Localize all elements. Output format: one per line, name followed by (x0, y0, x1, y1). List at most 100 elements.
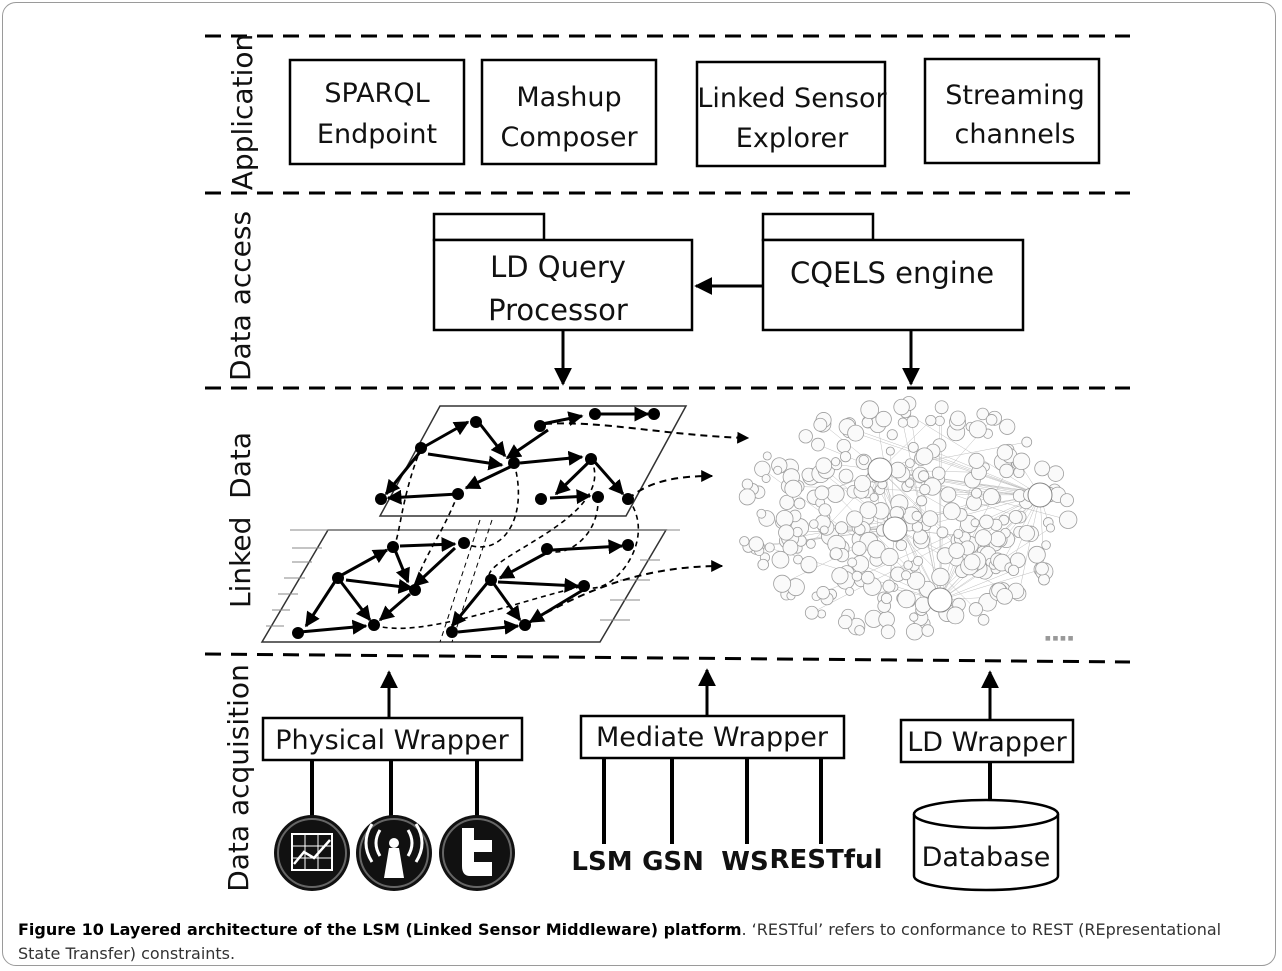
cloud-node (999, 463, 1014, 479)
cloud-node (811, 437, 825, 452)
cloud-node (1035, 561, 1049, 576)
acquisition-arrows (380, 668, 999, 720)
streaming-channels-box: Streaming channels (923, 57, 1101, 165)
cloud-node (762, 451, 772, 461)
cloud-node (771, 550, 790, 569)
svg-text:Mashup: Mashup (516, 82, 621, 113)
cloud-node (934, 400, 949, 415)
cloud-node (847, 557, 858, 568)
cloud-node (1028, 545, 1046, 564)
svg-text:Linked Sensor: Linked Sensor (697, 83, 887, 114)
cloud-link (847, 426, 1041, 496)
physical-wrapper-box: Physical Wrapper (261, 716, 524, 762)
cloud-node (893, 398, 910, 416)
cloud-node (882, 579, 896, 593)
cloud-node (968, 420, 987, 439)
cloud-node (906, 415, 919, 428)
cloud-node (950, 410, 966, 427)
cloud-node (818, 503, 832, 517)
svg-text:Database: Database (922, 842, 1051, 873)
cloud-node (971, 487, 982, 499)
ld-query-processor-box: LD Query Processor (432, 212, 694, 332)
cloud-node (761, 474, 771, 483)
cloud-node (773, 574, 792, 593)
cloud-node (845, 586, 855, 596)
database-cylinder: Database (912, 798, 1060, 892)
cloud-node (925, 414, 937, 427)
cloud-node (931, 466, 946, 481)
cloud-node (793, 497, 806, 510)
cloud-node (936, 526, 949, 539)
cloud-node (847, 424, 865, 442)
cloud-node (915, 447, 934, 466)
cloud-node (974, 529, 992, 547)
chart-icon (274, 815, 350, 891)
cloud-node (999, 418, 1016, 435)
cloud-node (854, 475, 871, 493)
cloud-node (963, 553, 981, 571)
cloud-node (895, 539, 908, 551)
cloud-node (985, 414, 998, 426)
physical-wrapper-connectors (310, 760, 479, 818)
cloud-node (979, 514, 994, 530)
layer-label-linked-data: Linked Data (224, 432, 257, 608)
cloud-node (1007, 564, 1020, 576)
source-ws: WS (721, 847, 768, 877)
cqels-engine-box: CQELS engine (761, 212, 1025, 332)
cloud-node (798, 429, 813, 444)
cloud-node (739, 536, 750, 547)
cloud-node (859, 501, 878, 520)
svg-text:Explorer: Explorer (736, 123, 849, 154)
layer-label-data-acquisition: Data acquisition (222, 664, 255, 892)
layer-label-application: Application (226, 34, 259, 190)
cloud-node (918, 470, 930, 482)
cloud-node (897, 417, 908, 428)
cloud-node (897, 589, 916, 609)
cloud-node (940, 486, 957, 503)
cloud-node (826, 484, 845, 503)
mashup-composer-box: Mashup Composer (480, 58, 658, 166)
cloud-node (839, 451, 852, 463)
cloud-hub (867, 457, 893, 483)
cloud-node (905, 478, 915, 488)
cloud-node (834, 521, 849, 535)
cloud-hub (927, 587, 953, 613)
cloud-link (874, 473, 941, 601)
cloud-node (764, 542, 775, 553)
cloud-node (996, 588, 1013, 605)
cloud-node (813, 417, 828, 432)
twitter-icon (439, 815, 515, 891)
cloud-node (916, 495, 928, 507)
cloud-link (894, 528, 977, 610)
ld-wrapper-box: LD Wrapper (899, 718, 1075, 764)
cloud-node (738, 488, 756, 506)
antenna-icon (356, 815, 432, 891)
cloud-node (861, 570, 875, 585)
cloud-node (905, 458, 915, 469)
cloud-node (748, 536, 764, 552)
cloud-node (885, 446, 895, 456)
cloud-node (851, 570, 863, 582)
cloud-node (886, 429, 898, 441)
cloud-node (782, 539, 799, 556)
cloud-node (754, 460, 771, 478)
cloud-node (903, 560, 913, 570)
cloud-node (901, 570, 912, 581)
svg-text:Endpoint: Endpoint (317, 119, 437, 150)
cloud-node (816, 586, 830, 600)
cloud-node (814, 485, 830, 501)
separator-linked-acq (204, 652, 1131, 664)
cloud-node (875, 410, 892, 428)
cloud-node (858, 454, 869, 466)
cloud-node (1059, 510, 1078, 529)
cloud-node (1059, 493, 1074, 508)
mediate-wrapper-connectors (602, 758, 823, 844)
cloud-link (821, 471, 896, 530)
cloud-node (1047, 465, 1064, 482)
source-lsm: LSM (571, 847, 632, 877)
cloud-node (880, 547, 899, 567)
svg-text:channels: channels (955, 119, 1076, 150)
cloud-node (977, 614, 990, 626)
cloud-node (838, 468, 854, 484)
